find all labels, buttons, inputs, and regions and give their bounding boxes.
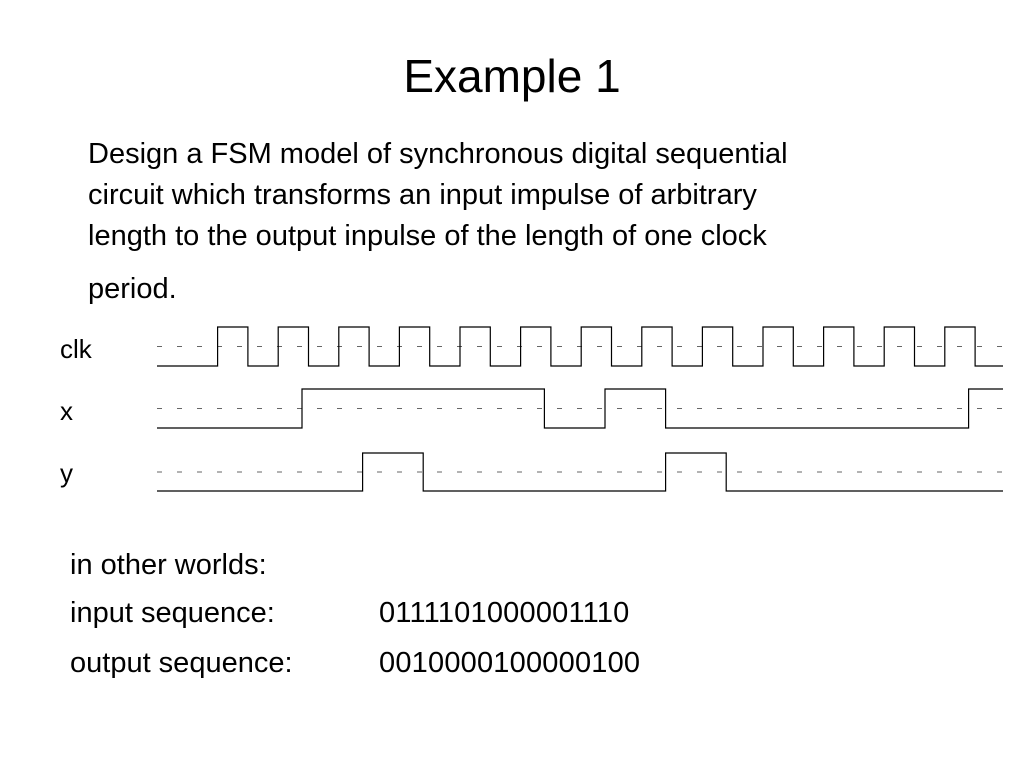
- problem-description: Design a FSM model of synchronous digita…: [88, 134, 948, 310]
- description-line-1: Design a FSM model of synchronous digita…: [88, 138, 788, 170]
- x-wave-path: [157, 388, 1003, 429]
- x-waveform: [157, 388, 1003, 429]
- input-sequence-label: input sequence:: [70, 597, 275, 629]
- output-sequence-value: 0010000100000100: [379, 647, 641, 679]
- clk-waveform: [157, 326, 1003, 367]
- output-sequence-label: output sequence:: [70, 647, 293, 679]
- description-line-4: period.: [88, 273, 177, 305]
- input-sequence-value: 0111101000001110: [379, 597, 630, 629]
- alternate-description: in other worlds:: [70, 549, 267, 581]
- slide-title: Example 1: [403, 50, 621, 102]
- clk-wave-path: [157, 326, 1003, 367]
- signal-label-y: y: [60, 458, 73, 488]
- y-waveform: [157, 452, 1003, 492]
- signal-label-x: x: [60, 396, 73, 426]
- y-wave-path: [157, 452, 1003, 492]
- description-line-3: length to the output inpulse of the leng…: [88, 220, 767, 252]
- signal-label-clk: clk: [60, 334, 92, 364]
- description-line-2: circuit which transforms an input impuls…: [88, 179, 757, 211]
